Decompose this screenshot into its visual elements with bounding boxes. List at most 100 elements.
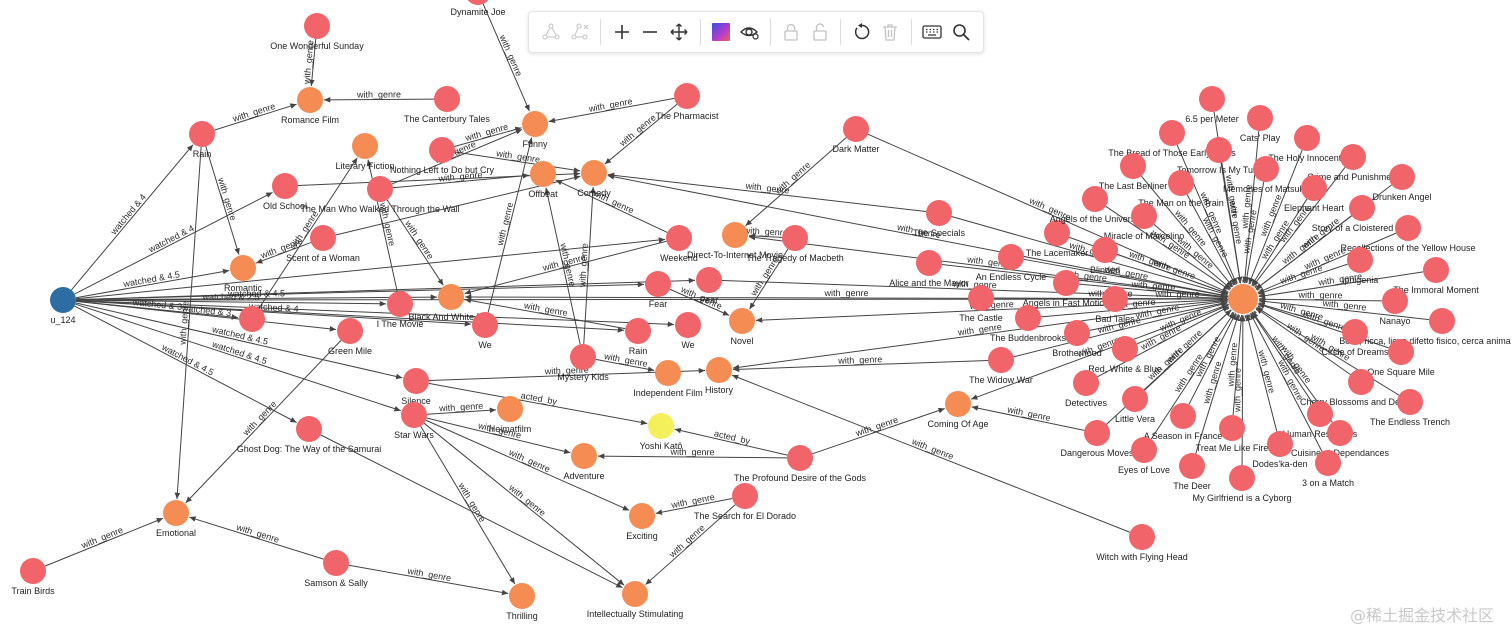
- edge-thedeer-hub[interactable]: [1195, 314, 1240, 454]
- edge-u124-ghostdog[interactable]: [74, 305, 297, 423]
- edge-darkmatter-hub[interactable]: [867, 133, 1229, 294]
- edge-eldorado-intellect[interactable]: [645, 504, 736, 586]
- edge-ghostdog-intellect[interactable]: [320, 434, 623, 589]
- node-circle[interactable]: [1388, 339, 1414, 365]
- node-circle[interactable]: [465, 0, 491, 5]
- node-circle[interactable]: [570, 344, 596, 370]
- edge-endlesscycle-hub[interactable]: [1023, 258, 1228, 298]
- node-circle[interactable]: [239, 306, 265, 332]
- node-circle[interactable]: [472, 312, 498, 338]
- node-circle[interactable]: [1395, 215, 1421, 241]
- node-miraclemarcel[interactable]: Miracle of Marcelino: [1104, 203, 1185, 241]
- edge-starwars-intellect[interactable]: [423, 422, 625, 586]
- edge-we1-funny[interactable]: [487, 137, 533, 313]
- node-macbeth[interactable]: The Tragedy of Macbeth: [746, 225, 844, 263]
- node-circle[interactable]: [438, 284, 464, 310]
- node-circle[interactable]: [1307, 401, 1333, 427]
- node-circle[interactable]: [1102, 286, 1128, 312]
- node-circle[interactable]: [1301, 175, 1327, 201]
- node-mysterykids[interactable]: Mystery Kids: [557, 344, 609, 382]
- node-yoshikato[interactable]: Yoshi Katô: [640, 413, 683, 451]
- node-trainbirds[interactable]: Train Birds: [11, 558, 55, 596]
- edge-manwalked-funny[interactable]: [391, 128, 523, 185]
- node-circle[interactable]: [722, 222, 748, 248]
- edge-storycloister-hub[interactable]: [1255, 215, 1352, 290]
- edge-redwhiteblue-hub[interactable]: [1136, 304, 1229, 345]
- node-circle[interactable]: [843, 116, 869, 142]
- edge-onesquaremile-hub[interactable]: [1258, 303, 1389, 349]
- node-circle[interactable]: [1015, 305, 1041, 331]
- node-we2[interactable]: We: [675, 312, 701, 350]
- node-crimepun[interactable]: Crime and Punishment: [1307, 144, 1399, 182]
- node-exciting[interactable]: Exciting: [626, 503, 658, 541]
- edge-hub-history[interactable]: [732, 300, 1229, 371]
- edge-detectives-hub[interactable]: [1097, 306, 1230, 378]
- node-history[interactable]: History: [705, 357, 734, 395]
- edge-silence-yoshikato[interactable]: [428, 382, 648, 426]
- edge-u124-greenmile[interactable]: [75, 300, 337, 332]
- node-cuisine[interactable]: Cuisine et Dependances: [1291, 420, 1390, 458]
- edge-iphigenia-hub[interactable]: [1258, 263, 1348, 295]
- edge-recollections-hub[interactable]: [1257, 232, 1397, 294]
- node-pharmacist[interactable]: The Pharmacist: [655, 83, 719, 121]
- edge-u124-silence[interactable]: [75, 302, 403, 380]
- remove-edge-button[interactable]: [566, 17, 595, 47]
- edge-dangerousmoves-comingofage[interactable]: [971, 405, 1085, 431]
- edge-onewonderful-romancefilm[interactable]: [309, 38, 317, 87]
- node-heimat[interactable]: Heimatfilm: [489, 396, 532, 434]
- edge-elephantheart-hub[interactable]: [1251, 198, 1308, 286]
- node-ghostdog[interactable]: Ghost Dog: The Way of the Samurai: [237, 416, 382, 454]
- edge-widowwar-hub[interactable]: [1013, 301, 1228, 358]
- node-m65[interactable]: 6.5 per Meter: [1185, 86, 1239, 124]
- node-circle[interactable]: [926, 200, 952, 226]
- node-comedy[interactable]: Comedy: [577, 160, 611, 198]
- node-circle[interactable]: [1044, 220, 1070, 246]
- node-circle[interactable]: [1112, 336, 1138, 362]
- keyboard-button[interactable]: [918, 17, 947, 47]
- node-samson[interactable]: Samson & Sally: [304, 550, 368, 588]
- node-circle[interactable]: [296, 416, 322, 442]
- node-eyesoflove[interactable]: Eyes of Love: [1118, 437, 1170, 475]
- node-circle[interactable]: [696, 267, 722, 293]
- node-rain2[interactable]: Rain: [625, 318, 651, 356]
- edge-specials-comedy[interactable]: [607, 172, 927, 212]
- node-circle[interactable]: [297, 87, 323, 113]
- edge-manwalked-blackwhite[interactable]: [386, 199, 444, 286]
- node-thedeer[interactable]: The Deer: [1173, 453, 1211, 491]
- zoom-in-button[interactable]: [607, 17, 636, 47]
- edge-fear1-novel[interactable]: [669, 288, 730, 316]
- node-circle[interactable]: [230, 255, 256, 281]
- node-circle[interactable]: [1294, 125, 1320, 151]
- edge-nothingleft-comedy[interactable]: [454, 151, 581, 173]
- node-circle[interactable]: [163, 500, 189, 526]
- node-circle[interactable]: [497, 396, 523, 422]
- node-circle[interactable]: [1253, 156, 1279, 182]
- node-circle[interactable]: [622, 581, 648, 607]
- node-circle[interactable]: [50, 287, 76, 313]
- toggle-visibility-button[interactable]: [735, 17, 764, 47]
- node-endlesscycle[interactable]: An Endless Cycle: [976, 244, 1047, 282]
- edge-cityofdreams-hub[interactable]: [1258, 302, 1343, 329]
- edge-mysterykids-indiefilm[interactable]: [595, 358, 655, 372]
- edge-eldorado-exciting[interactable]: [655, 497, 733, 515]
- node-circle[interactable]: [1423, 257, 1449, 283]
- node-cityofdreams[interactable]: Circle of Dreams: [1321, 319, 1389, 357]
- unlock-button[interactable]: [806, 17, 835, 47]
- node-blackwhite[interactable]: Black And White Film: [408, 284, 494, 322]
- node-circle[interactable]: [1092, 237, 1118, 263]
- node-circle[interactable]: [189, 121, 215, 147]
- node-indiefilm[interactable]: Independent Film: [633, 360, 703, 398]
- node-circle[interactable]: [530, 161, 556, 187]
- edge-girlfriendcyborg-hub[interactable]: [1240, 314, 1246, 466]
- node-circle[interactable]: [732, 483, 758, 509]
- edge-miraclemarcel-hub[interactable]: [1153, 223, 1232, 290]
- node-nanayo[interactable]: Nanayo: [1379, 288, 1411, 326]
- edge-samson-emotional[interactable]: [189, 516, 324, 560]
- node-circle[interactable]: [706, 357, 732, 383]
- edge-samson-thrilling[interactable]: [348, 564, 509, 596]
- node-imovie[interactable]: I The Movie: [377, 291, 424, 329]
- edge-greenmile-emotional[interactable]: [185, 340, 342, 504]
- node-threeonmatch[interactable]: 3 on a Match: [1302, 450, 1354, 488]
- edge-angelsuniverse-hub[interactable]: [1105, 205, 1231, 291]
- node-castle[interactable]: The Castle: [959, 285, 1003, 323]
